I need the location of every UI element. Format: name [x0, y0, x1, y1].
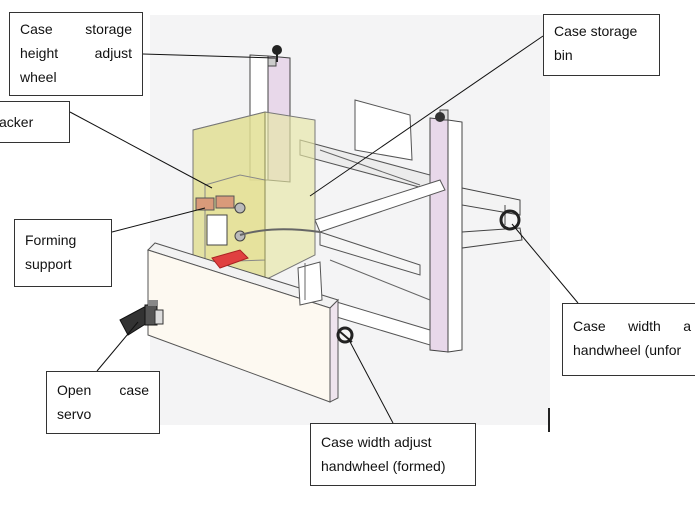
leader-storage-height-wheel [142, 53, 276, 59]
case-storage-box [192, 111, 316, 281]
storage-bin-rails [299, 99, 446, 346]
front-panel [147, 242, 354, 403]
right-frame [429, 109, 523, 353]
open-case-servo-motor [119, 300, 164, 336]
forming-support-parts [195, 195, 321, 246]
callout-stacker: acker [0, 101, 70, 143]
leader-width-unformed [511, 223, 579, 304]
leader-open-case-servo [96, 321, 139, 372]
callout-case-storage-bin: Case storage bin [543, 14, 660, 76]
leader-stacker [69, 111, 213, 189]
unformed-handwheel [499, 209, 521, 231]
leader-width-formed [347, 337, 394, 424]
callout-forming-support: Forming support [14, 219, 112, 287]
callout-case-width-adjust-handwheel-formed: Case width adjust handwheel (formed) [310, 423, 476, 486]
leader-lines [69, 35, 579, 424]
formed-handwheel [336, 326, 354, 344]
right-top-knob [435, 112, 445, 122]
leader-storage-bin [309, 35, 544, 197]
leader-forming-support [111, 207, 206, 233]
